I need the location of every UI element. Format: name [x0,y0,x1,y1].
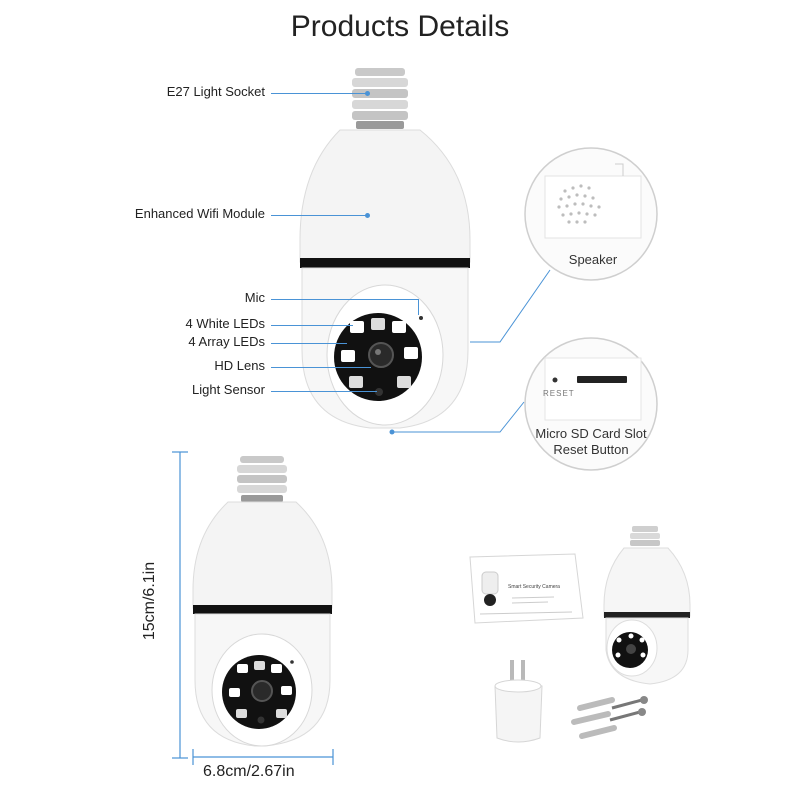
line-white-leds [271,325,353,326]
mic-hole-icon [419,316,423,320]
manual-booklet [469,553,584,624]
label-reset-button: Reset Button [553,442,629,457]
label-mic: Mic [244,290,265,305]
dot-wifi [365,213,370,218]
sd-card-slot-icon [577,376,627,383]
reset-hole-icon [552,377,558,383]
page-title: Products Details [290,10,510,43]
manual-heading: Smart Security Camera [508,584,560,590]
sd-slot-callout [524,337,658,471]
power-adapter [494,660,543,743]
width-dimension: 6.8cm/2.67in [203,763,295,780]
line-lens [271,367,371,368]
line-mic [271,299,418,300]
speaker-grille-icon [557,184,601,224]
label-sensor: Light Sensor [192,382,265,397]
label-array-leds: 4 Array LEDs [188,334,265,349]
label-lens: HD Lens [214,358,265,373]
screws-and-anchors [571,696,648,739]
light-sensor-icon [375,388,383,396]
divider-band [300,258,470,268]
dot-socket [365,91,370,96]
label-sd-slot: Micro SD Card Slot [535,426,647,441]
line-socket [271,93,367,94]
line-sensor [271,391,377,392]
camera-product-small [603,526,691,685]
hd-lens-icon [368,342,394,368]
line-mic-drop [418,299,419,315]
label-speaker: Speaker [568,252,618,267]
reset-text: RESET [543,389,575,398]
line-array-leds [271,343,347,344]
label-wifi: Enhanced Wifi Module [134,206,265,221]
leds [341,318,418,388]
speaker-callout [524,147,658,281]
e27-socket-thread [352,68,408,129]
label-white-leds: 4 White LEDs [185,316,265,331]
label-socket: E27 Light Socket [166,84,265,99]
line-wifi [271,215,367,216]
